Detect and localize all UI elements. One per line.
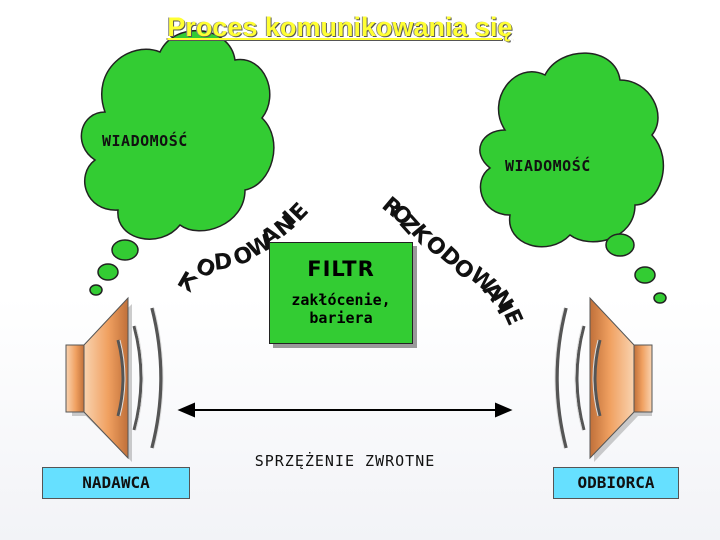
feedback-arrow: [177, 402, 513, 418]
left-message-label: WIADOMOŚĆ: [102, 132, 188, 150]
right-thought-cloud: [479, 52, 667, 304]
receiver-speaker-icon: [554, 296, 653, 462]
sender-label-box: NADAWCA: [42, 467, 190, 499]
filter-title: FILTR: [307, 257, 375, 281]
page-title: Proces komunikowania się: [167, 12, 513, 42]
sender-speaker-icon: [65, 296, 164, 462]
filter-description: zakłócenie, bariera: [270, 291, 412, 327]
filter-box: FILTR zakłócenie, bariera: [269, 242, 413, 344]
left-thought-cloud: [80, 30, 275, 296]
filter-description-line1: zakłócenie,: [291, 291, 391, 309]
feedback-label: SPRZĘŻENIE ZWROTNE: [254, 452, 436, 470]
right-message-label: WIADOMOŚĆ: [505, 157, 591, 175]
filter-description-line2: bariera: [309, 309, 373, 327]
encoding-letter: D: [212, 249, 234, 276]
receiver-label-box: ODBIORCA: [553, 467, 679, 499]
